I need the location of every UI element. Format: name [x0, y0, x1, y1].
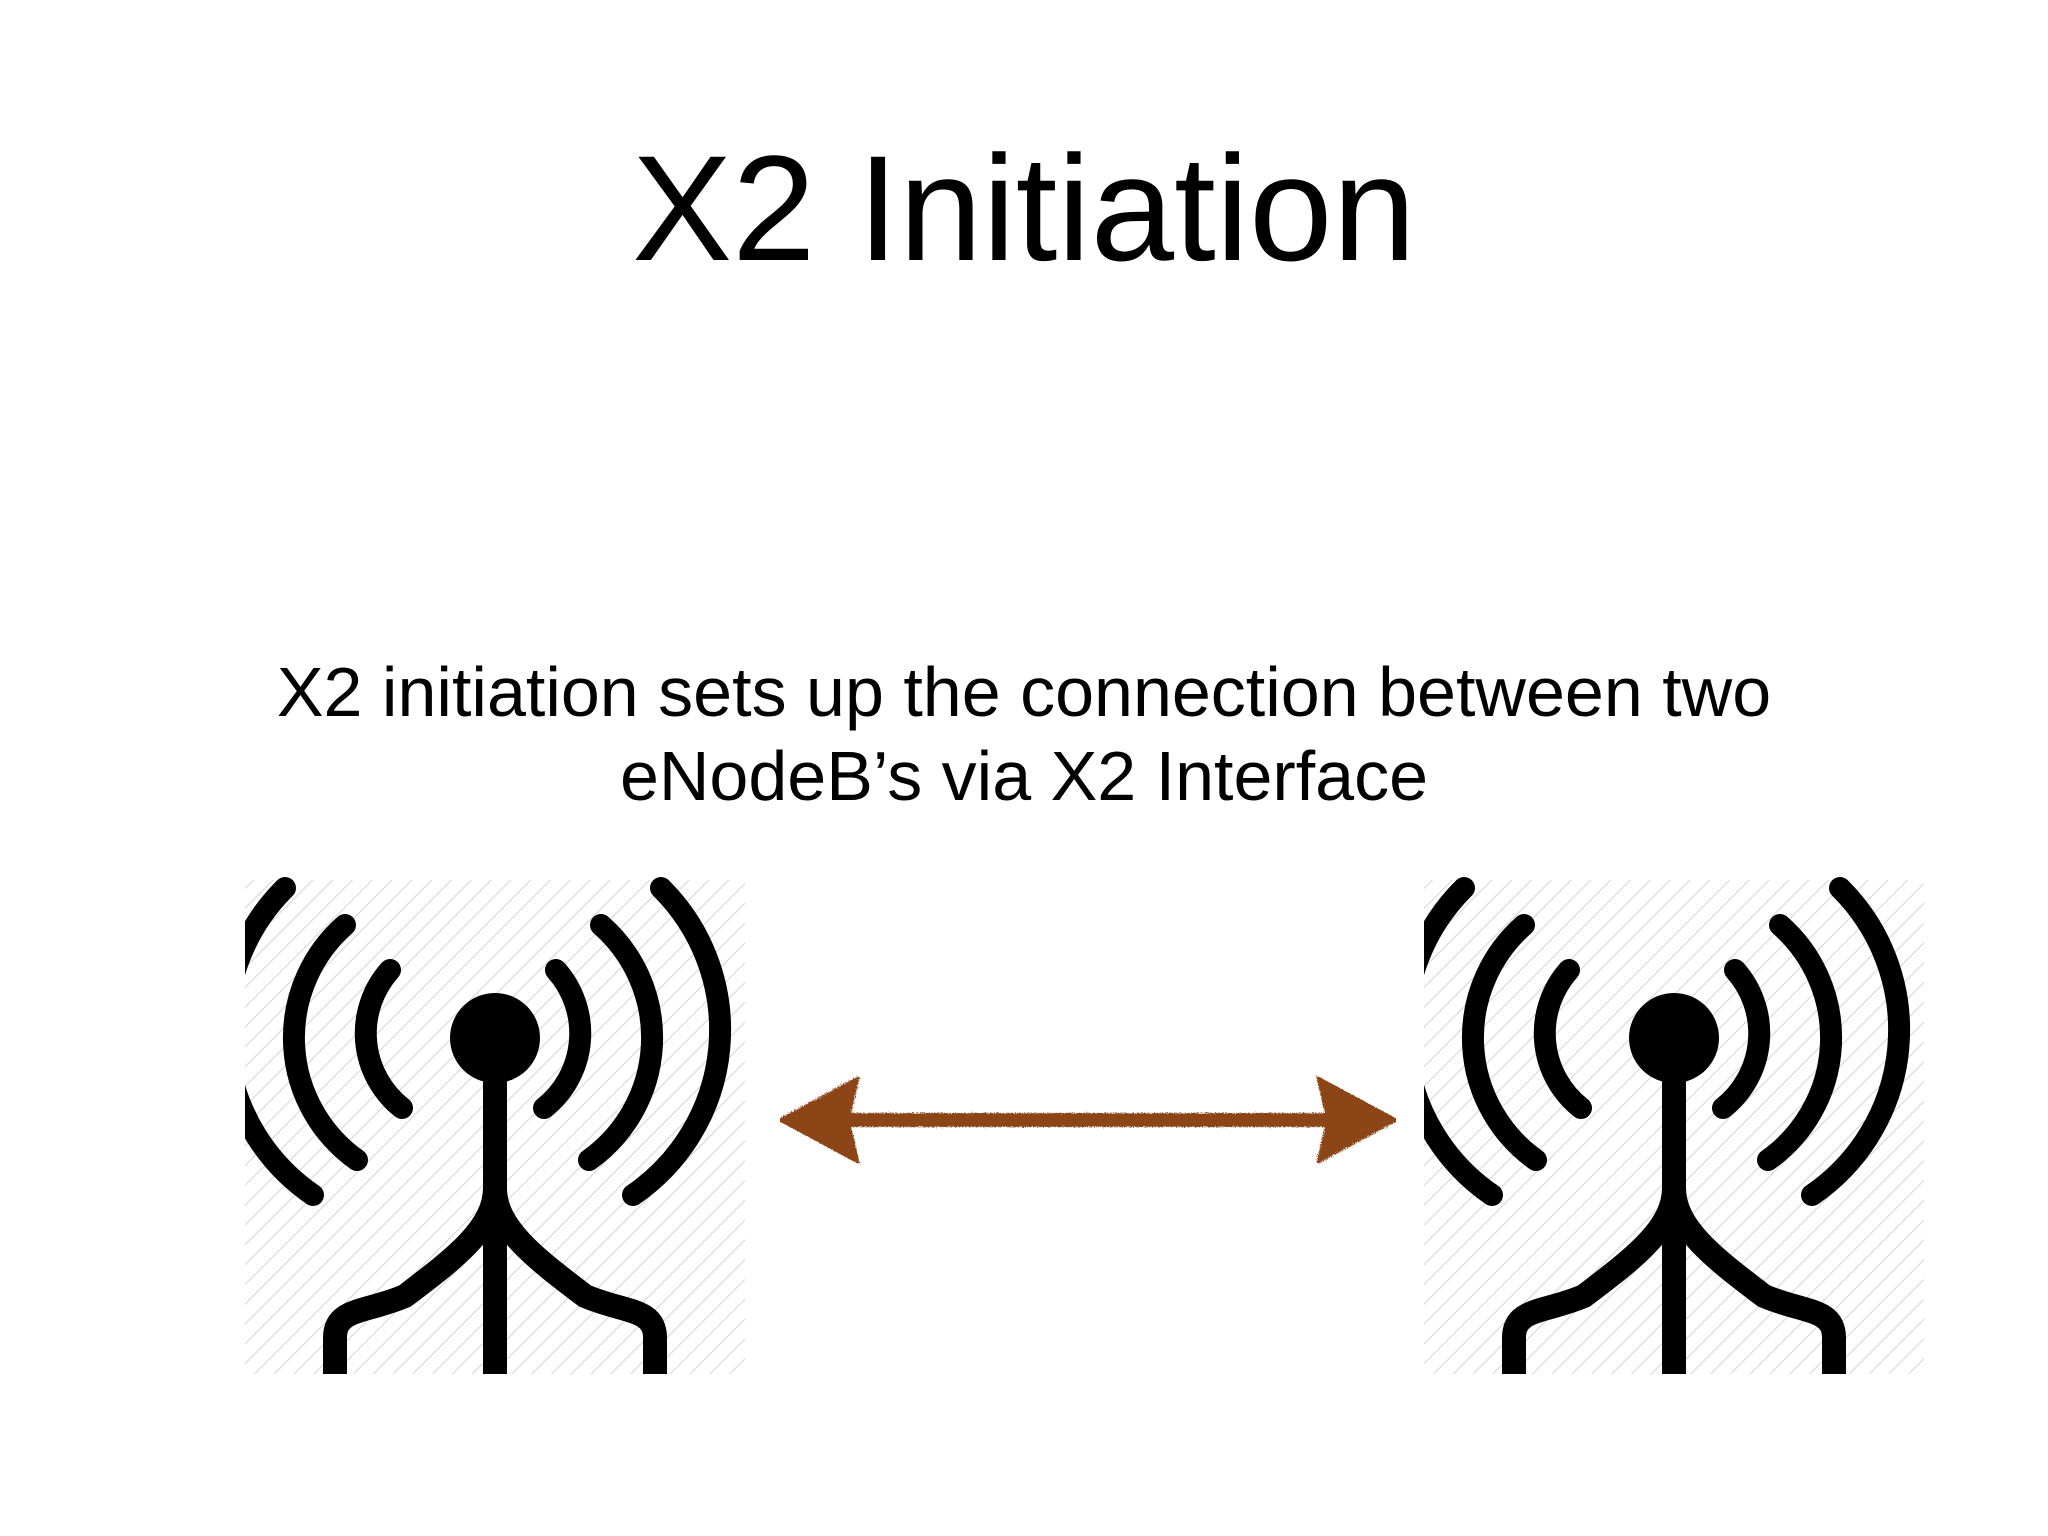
slide-subtitle: X2 initiation sets up the connection bet… [224, 650, 1824, 818]
x2-interface-arrow [780, 1060, 1396, 1180]
subtitle-line-2: eNodeB’s via X2 Interface [619, 737, 1429, 815]
antenna-tower-icon [245, 877, 745, 1374]
double-headed-arrow-icon [780, 1076, 1396, 1164]
antenna-tower-icon [1424, 877, 1924, 1374]
subtitle-line-1: X2 initiation sets up the connection bet… [276, 653, 1772, 731]
slide-title: X2 Initiation [632, 124, 1416, 292]
enodeb-right [1424, 868, 1924, 1374]
enodeb-left [245, 868, 745, 1374]
